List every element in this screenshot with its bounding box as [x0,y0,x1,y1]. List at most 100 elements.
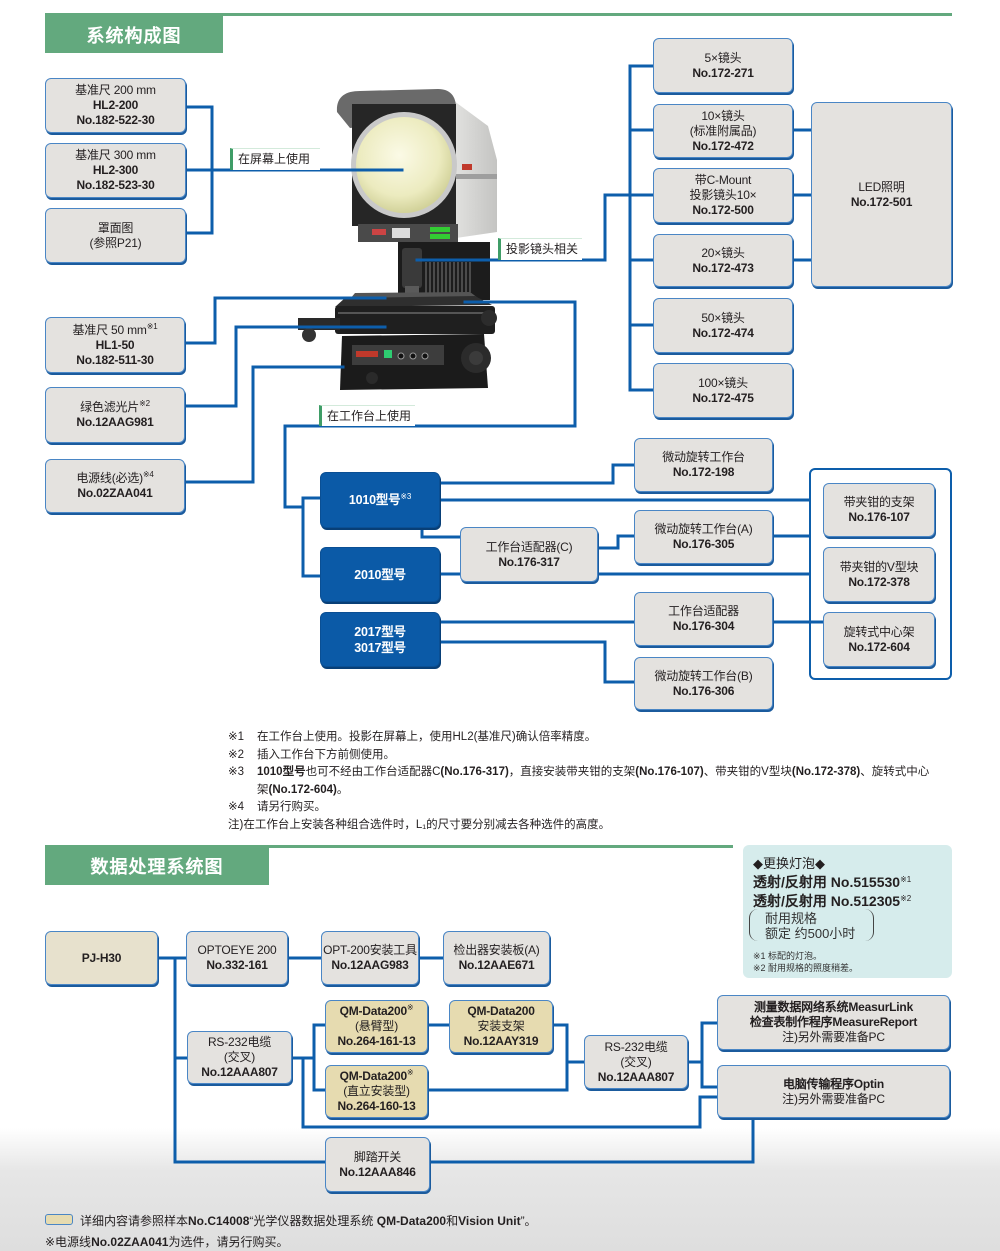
stage-left-knob [302,328,316,342]
item-code: No.12AAE671 [458,958,535,972]
connector-line [420,526,462,539]
item-name: 50×镜头 [701,310,745,325]
item-name: 微动旋转工作台(B) [654,668,753,683]
item-code: No.12AAY319 [463,1034,539,1048]
lens-c-mount-10x: 带C-Mount 投影镜头10× No.172-500 [653,168,793,223]
item-name: 20×镜头 [701,245,745,260]
legend-segment: ”。 [520,1214,537,1228]
power-cord-note: ※电源线No.02ZAA041为选件，请另行购买。 [45,1233,288,1250]
section-rule [45,845,733,848]
item-reference: (参照P21) [89,235,142,250]
accessory-overlay-chart: 罩面图 (参照P21) [45,208,186,263]
left-parenthesis [749,909,758,941]
connector-line [312,1023,327,1092]
item-name: 基准尺 50 mm※1 [72,321,158,338]
accessory-ruler-300mm: 基准尺 300 mm HL2-300 No.182-523-30 [45,143,186,198]
item-note: (标准附属品) [689,123,757,138]
pj-h30: PJ-H30 [45,931,158,985]
footnote-mark: ※ [406,1003,414,1012]
legend-segment: “光学仪器数据处理系统 [249,1214,377,1228]
qm-data200-cantilever: QM-Data200※ (悬臂型) No.264-161-13 [325,1000,428,1053]
item-name: 脚踏开关 [353,1149,402,1164]
connector-line [415,193,632,262]
connector-line [183,365,345,484]
item-code: No.172-604 [848,639,910,654]
projector-side-panel [450,98,497,238]
rs232-cable-1: RS-232电缆 (交叉) No.12AAA807 [187,1031,292,1084]
model-1010: 1010型号※3 [320,472,440,528]
footnote-mark: ※3 [400,492,412,501]
accessory-green-filter: 绿色滤光片※2 No.12AAG981 [45,387,185,443]
footnote-segment: (No.176-107) [635,766,704,778]
item-code: No.172-271 [692,65,754,80]
footnote-segment: 架 [257,783,269,796]
item-code: No.172-475 [692,390,754,405]
item-type: (交叉) [223,1050,256,1064]
foot-switch: 脚踏开关 No.12AAA846 [325,1137,430,1192]
footnote-mark: ※3 [228,766,245,778]
projection-screen [356,117,452,213]
led-lighting: LED照明 No.172-501 [811,102,952,287]
connector-line [183,296,387,345]
item-name: 10×镜头 [701,108,745,123]
measurlink-software: 测量数据网络系统MeasurLink 检查表制作程序MeasureReport … [717,995,950,1050]
swivel-center-support: 旋转式中心架 No.172-604 [823,612,935,667]
item-code: No.12AAA807 [201,1065,278,1079]
item-code: No.264-160-13 [337,1099,416,1113]
footnote-segment: (No.172-604) [268,783,337,796]
item-model: HL1-50 [95,337,135,352]
item-name-text: QM-Data200 [339,1069,408,1083]
footnote-text: 在工作台上使用。投影在屏幕上，使用HL2(基准尺)确认倍率精度。 [257,731,597,743]
item-name: 基准尺 200 mm [75,83,156,97]
stage-body [335,306,495,334]
item-code: No.332-161 [206,958,268,972]
bulb-note-title: ◆更换灯泡◆ [753,856,825,871]
legend-segment: No.C14008 [188,1214,250,1228]
footnote-segment: ，直接安装带夹钳的支架 [508,766,636,778]
footnote-segment: 也可不经由工作台适配器C [305,766,441,778]
legend-segment: 和 [446,1214,459,1228]
rotary-table: 微动旋转工作台 No.172-198 [634,438,773,492]
item-name-text: 基准尺 50 mm [72,322,147,337]
item-name: 旋转式中心架 [843,624,915,639]
item-code: No.182-511-30 [76,352,154,367]
item-code: No.12AAG983 [331,958,409,972]
item-name-2: 投影镜头10× [689,188,757,202]
footnote-segment: 1010型号 [257,766,306,778]
item-name: RS-232电缆 [604,1039,668,1054]
bulb-rating-life: 额定 约500小时 [765,926,856,941]
projector-side-stripe [456,174,497,179]
item-code: No.172-473 [692,260,754,275]
lens-20x: 20×镜头 No.172-473 [653,234,793,287]
model-name: 1010型号※3 [349,492,412,508]
connector-line [426,1023,569,1092]
projection-lens [402,248,422,288]
model-name: 2010型号 [354,567,406,582]
holder-with-clamp: 带夹钳的支架 No.176-107 [823,483,935,537]
footnote-text: 插入工作台下方前侧使用。 [257,748,395,761]
qm-data200-upright: QM-Data200※ (直立安装型) No.264-160-13 [325,1065,428,1118]
item-code: No.182-522-30 [76,113,155,127]
footnote-mark: ※1 [228,731,245,743]
legend-segment: 详细内容请参照样本 [80,1214,189,1228]
item-name-2: 检查表制作程序MeasureReport [749,1015,918,1029]
footnote-text: 请另行购买。 [257,801,326,813]
footnote-mark: ※1 [146,321,158,331]
legend-segment: QM-Data200 [376,1214,447,1228]
item-name: 检出器安装板(A) [453,943,540,957]
item-name: 5×镜头 [704,50,742,65]
qm-data200-mount-bracket: QM-Data200 安装支架 No.12AAY319 [449,1000,553,1053]
item-name: PJ-H30 [81,950,122,965]
optin-software: 电脑传输程序Optin 注)另外需要准备PC [717,1065,950,1118]
stage-adapter: 工作台适配器 No.176-304 [634,592,773,646]
display-digits-y [430,234,450,239]
footnote-segment: (No.172-378) [791,766,861,778]
footnote-segment: 、带夹钳的V型块 [703,766,792,778]
item-type: (交叉) [620,1054,652,1069]
bulb-item-1: 透射/反射用 No.515530※1 [753,872,911,892]
item-type: (直立安装型) [343,1084,410,1098]
